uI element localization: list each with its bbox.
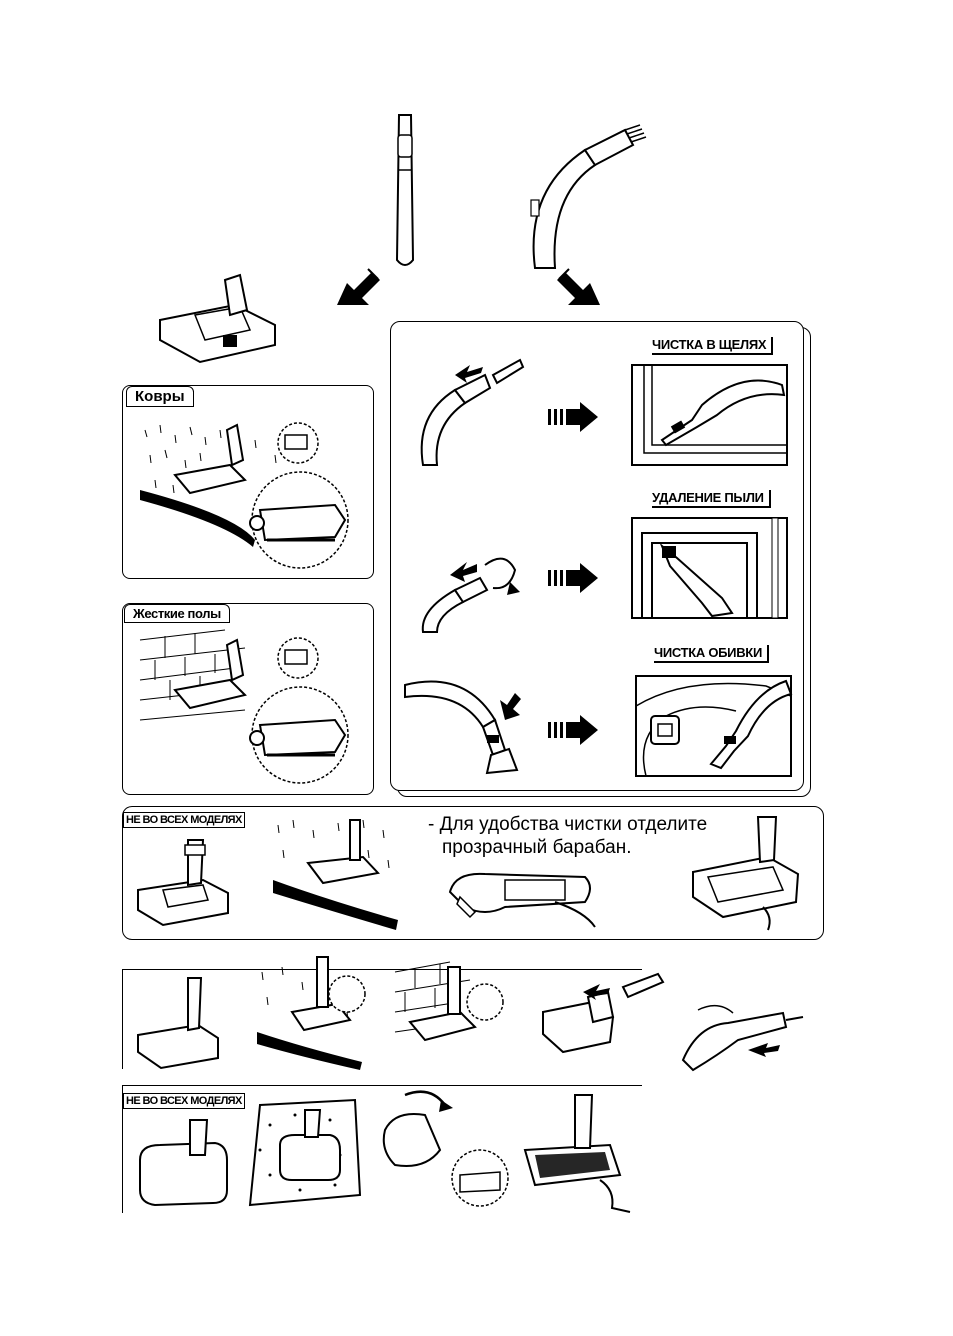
not-all-models-tag-bottom: НЕ ВО ВСЕХ МОДЕЛЯХ: [123, 1093, 245, 1109]
hose-handle-illustration: [515, 120, 645, 275]
mini-turbo-brush-illustration: [135, 1115, 230, 1210]
mini-turbo-section-divider: [122, 1085, 642, 1086]
upholstery-use-illustration: [636, 676, 792, 778]
crevice-use-illustration: [632, 365, 788, 467]
turbo-brush-open-illustration: [688, 812, 803, 932]
not-all-models-tag: НЕ ВО ВСЕХ МОДЕЛЯХ: [123, 812, 245, 828]
turbo-note-line2: прозрачный барабан.: [442, 837, 632, 859]
parquet-brush-carpet-illustration: [252, 952, 367, 1070]
turbo-brush-illustration: [133, 835, 233, 930]
parquet-brush-detach-illustration: [538, 972, 668, 1067]
dusting-use-illustration: [632, 518, 788, 620]
hand-cleaning-illustration: [678, 995, 808, 1075]
carpet-label: Ковры: [126, 386, 194, 407]
mini-turbo-brush-cleaning-illustration: [520, 1090, 645, 1215]
turbo-brush-carpet-illustration: [268, 815, 403, 933]
drum-removal-illustration: [445, 862, 600, 932]
crevice-attach-illustration: [415, 355, 530, 470]
crevice-tool-label: ЧИСТКА В ЩЕЛЯХ: [652, 337, 773, 355]
carpet-illustration: [135, 415, 360, 565]
mini-turbo-brush-open-illustration: [375, 1090, 515, 1210]
dusting-brush-attach-illustration: [415, 540, 530, 635]
hard-floor-label: Жесткие полы: [124, 604, 230, 623]
dusting-brush-label: УДАЛЕНИЕ ПЫЛИ: [652, 490, 771, 508]
parquet-brush-illustration: [133, 970, 223, 1075]
upholstery-tool-attach-illustration: [405, 675, 530, 775]
arrow-down-right-icon: [555, 265, 605, 310]
parquet-brush-hard-floor-illustration: [390, 962, 505, 1062]
arrow-right-icon: [548, 402, 600, 432]
arrow-right-icon: [548, 715, 600, 745]
parquet-section-side: [122, 969, 123, 1069]
turbo-note-line1: - Для удобства чистки отделите: [428, 814, 707, 836]
mini-turbo-brush-upholstery-illustration: [240, 1095, 365, 1210]
hard-floor-illustration: [135, 630, 360, 780]
telescopic-pipe-illustration: [385, 110, 425, 275]
upholstery-tool-label: ЧИСТКА ОБИВКИ: [654, 645, 769, 663]
arrow-down-left-icon: [332, 265, 382, 310]
arrow-right-icon: [548, 563, 600, 593]
floor-brush-illustration: [155, 270, 285, 365]
